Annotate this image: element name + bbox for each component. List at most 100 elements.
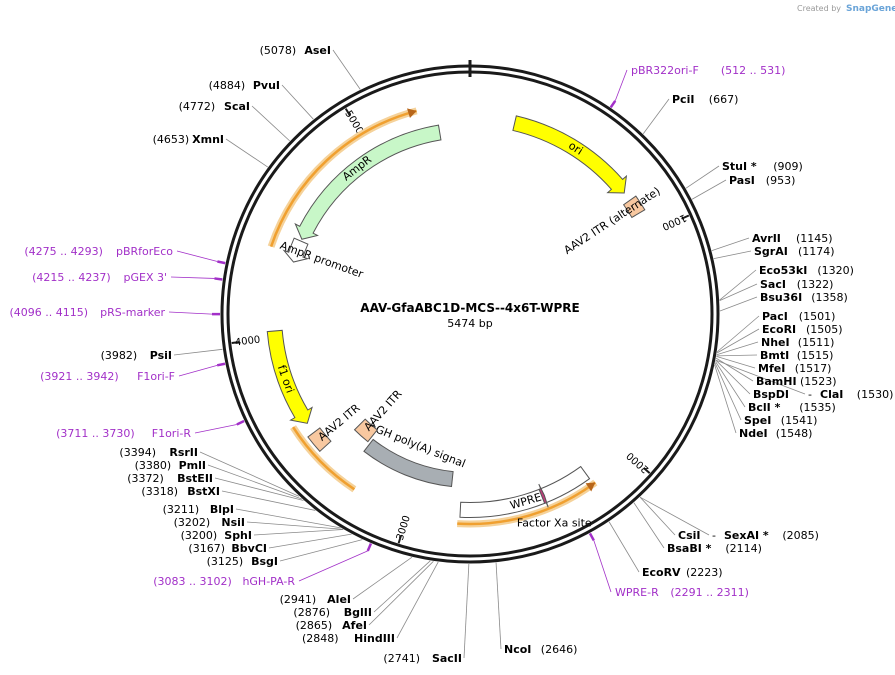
credit-prefix: Created by [797, 4, 841, 13]
site-name: Bsu36I [760, 291, 802, 304]
site-bbvci: (3167)BbvCI [188, 542, 267, 555]
site-bsu36i: Bsu36I(1358) [760, 291, 848, 304]
primer-range: (3711 .. 3730) [56, 427, 135, 440]
site-name: SpeI [744, 414, 771, 427]
primer-name: pBRforEco [116, 245, 173, 258]
site-position: (1320) [817, 264, 854, 277]
orange-arc [457, 481, 597, 526]
label-leader-lines [168, 49, 806, 659]
site-pmli: (3380)PmlI [135, 459, 206, 472]
site-name: BstEII [177, 472, 213, 485]
site-position: (3372) [127, 472, 164, 485]
site-leader [281, 84, 314, 120]
site-position: (2646) [541, 643, 578, 656]
site-leader [214, 477, 304, 501]
site-name: Eco53kI [759, 264, 807, 277]
site-scai: (4772)ScaI [179, 100, 250, 113]
site-position: (1501) [799, 310, 836, 323]
site-position: (1548) [776, 427, 813, 440]
site-leader [715, 357, 754, 382]
feature-label: Factor Xa site [517, 517, 592, 530]
site-leader [715, 359, 806, 395]
site-name: BsaBI * [667, 542, 712, 555]
primer-name: WPRE-R [615, 586, 659, 599]
feature-shape [294, 124, 442, 240]
feature-label: AAV2 ITR (alternate) [562, 185, 663, 257]
site-leader [716, 356, 756, 369]
site-leader [639, 496, 676, 536]
primer-mark [236, 419, 245, 426]
site-leader [368, 561, 434, 626]
scale-tick [643, 467, 651, 474]
site-bmti: BmtI(1515) [760, 349, 833, 362]
site-leader [279, 539, 363, 562]
primer-mark [366, 543, 373, 552]
site-ecori: EcoRI(1505) [762, 323, 843, 336]
site-leader [396, 561, 439, 639]
site-name: BmtI [760, 349, 789, 362]
feature-shape [363, 438, 454, 488]
site-leader [716, 341, 759, 356]
site-ndei: NdeI (1548) [739, 427, 812, 440]
credit-brand: SnapGene [846, 4, 895, 14]
site-leader [719, 269, 757, 301]
primer-f1ori-r: F1ori-R (3711 .. 3730) [56, 419, 245, 440]
orange-arc-arrowhead [407, 108, 417, 118]
primer-range: (512 .. 531) [721, 64, 786, 77]
site-name: AvrII [752, 232, 781, 245]
feature-shape [282, 237, 310, 263]
site-name: NheI [761, 336, 790, 349]
site-name: CsiI [678, 529, 700, 542]
site-name: XmnI [192, 133, 224, 146]
site-position: (1535) [799, 401, 836, 414]
feature-label: ori [566, 139, 585, 158]
site-bspdi: BspDI [753, 388, 789, 401]
plasmid-name: AAV-GfaABC1D-MCS--4x6T-WPRE [360, 301, 579, 315]
site-name: NdeI [739, 427, 768, 440]
site-leader [713, 250, 752, 260]
site-position: (1145) [796, 232, 833, 245]
site-position: (4772) [179, 100, 216, 113]
site-bsteii: (3372) BstEII [127, 472, 213, 485]
site-position: (2741) [383, 652, 420, 665]
site-name: BamHI [756, 375, 797, 388]
feature-label: AAV2 ITR [316, 401, 363, 443]
site-position: (1174) [798, 245, 835, 258]
primer-range: (4275 .. 4293) [24, 245, 103, 258]
feature-shape [353, 418, 378, 443]
primer-leader [170, 276, 215, 279]
site-leader [225, 138, 268, 168]
site-saci: SacI(1322) [760, 278, 833, 291]
site-leader [716, 328, 760, 354]
site-leader [715, 361, 746, 408]
site-afei: (2865)AfeI [296, 619, 367, 632]
site-sacii: (2741)SacII [383, 652, 462, 665]
site-name: ClaI [820, 388, 843, 401]
site-hindiii: (2848)HindIII [302, 632, 395, 645]
site-leader [711, 237, 750, 251]
primer-leader [298, 550, 368, 582]
site-leader [463, 563, 470, 659]
site-name: AleI [327, 593, 351, 606]
restriction-sites: PciI(667)StuI *(909)PasI(953)AvrII(1145)… [101, 44, 894, 665]
site-leader [691, 179, 727, 200]
site-position: (909) [773, 160, 803, 173]
primer-f1ori-f: F1ori-F(3921 .. 3942) [40, 362, 226, 383]
site-position: (2865) [296, 619, 333, 632]
site-pcii: PciI(667) [672, 93, 738, 106]
site-alei: (2941)AleI [280, 593, 351, 606]
primer-name: F1ori-R [152, 427, 192, 440]
site-leader [716, 354, 758, 357]
site-name: PciI [672, 93, 694, 106]
primer-leader [194, 424, 237, 434]
site-leader [608, 521, 640, 573]
site-leader [221, 490, 316, 511]
site-leader [642, 98, 670, 134]
primer-mark [588, 532, 595, 541]
site-position: (3200) [181, 529, 218, 542]
site-nhei: NheI(1511) [761, 336, 834, 349]
site-bsabi: BsaBI *(2114) [667, 542, 762, 555]
site-leader [199, 451, 300, 497]
primer-range: (4096 .. 4115) [9, 306, 88, 319]
